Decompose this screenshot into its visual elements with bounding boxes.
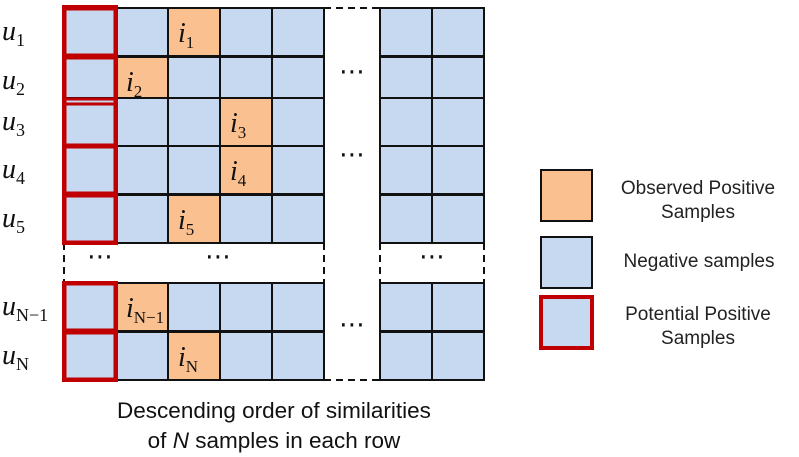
negative-cell — [431, 97, 485, 147]
negative-cell — [271, 194, 325, 244]
positive-item-label: i5 — [178, 205, 194, 239]
negative-cell — [219, 194, 273, 244]
column-ellipsis: ⋯ — [339, 310, 365, 340]
negative-cell — [379, 194, 433, 244]
negative-cell — [379, 331, 433, 381]
negative-cell — [379, 145, 433, 195]
row-ellipsis: ⋯ — [419, 242, 445, 272]
row-ellipsis: ⋯ — [87, 242, 113, 272]
negative-cell — [271, 97, 325, 147]
positive-item-label: i4 — [230, 156, 247, 190]
negative-cell — [63, 145, 117, 195]
row-label: u4 — [2, 154, 25, 188]
negative-cell — [115, 331, 169, 381]
negative-cell — [219, 282, 273, 332]
row-label: uN — [2, 340, 29, 374]
negative-cell — [271, 145, 325, 195]
caption-suffix: samples in each row — [188, 428, 401, 453]
potential-positive-cell — [63, 331, 117, 381]
negative-cell — [271, 282, 325, 332]
legend-potential-swatch — [539, 295, 594, 350]
column-ellipsis: ⋯ — [339, 57, 365, 87]
negative-cell — [115, 194, 169, 244]
row-label: u1 — [2, 16, 25, 50]
positive-item-label: iN−1 — [126, 293, 164, 327]
legend-potential-label: Potential Positive Samples — [625, 304, 771, 349]
negative-cell — [219, 7, 273, 57]
row-ellipsis: ⋯ — [205, 242, 231, 272]
negative-cell — [63, 194, 117, 244]
positive-item-label: i1 — [178, 18, 194, 52]
caption-prefix: of — [147, 428, 173, 453]
positive-item-label: i2 — [126, 67, 142, 101]
negative-cell — [219, 331, 273, 381]
potential-positive-cell — [63, 282, 117, 332]
negative-cell — [167, 282, 221, 332]
negative-cell — [431, 194, 485, 244]
legend-observed-swatch — [540, 169, 593, 222]
caption-line-1: Descending order of similarities — [117, 398, 431, 423]
row-label: u5 — [2, 203, 25, 237]
negative-cell — [167, 145, 221, 195]
negative-cell — [379, 97, 433, 147]
negative-cell — [431, 7, 485, 57]
negative-cell — [431, 282, 485, 332]
positive-item-label: i3 — [230, 108, 246, 142]
negative-cell — [431, 145, 485, 195]
negative-cell — [167, 97, 221, 147]
negative-cell — [115, 7, 169, 57]
row-label: u3 — [2, 106, 25, 140]
positive-cell — [167, 331, 221, 381]
negative-cell — [379, 282, 433, 332]
legend-observed-label: Observed Positive Samples — [620, 178, 776, 223]
positive-cell — [167, 194, 221, 244]
negative-cell — [63, 7, 117, 57]
potential-positive-column-top — [62, 5, 118, 245]
legend-negative-swatch — [540, 236, 593, 289]
figure-caption: Descending order of similarities of N sa… — [62, 396, 486, 456]
positive-cell — [219, 97, 273, 147]
negative-cell — [115, 97, 169, 147]
negative-cell — [63, 282, 117, 332]
caption-variable: N — [172, 428, 189, 453]
row-label: uN−1 — [2, 291, 49, 325]
negative-cell — [431, 331, 485, 381]
negative-cell — [271, 7, 325, 57]
caption-line-2: of N samples in each row — [62, 426, 486, 456]
legend-negative-label: Negative samples — [623, 251, 775, 272]
negative-cell — [271, 331, 325, 381]
row-label: u2 — [2, 65, 25, 99]
negative-cell — [379, 7, 433, 57]
negative-cell — [63, 331, 117, 381]
column-ellipsis: ⋯ — [339, 140, 365, 170]
positive-item-label: iN — [178, 342, 198, 376]
negative-cell — [115, 145, 169, 195]
